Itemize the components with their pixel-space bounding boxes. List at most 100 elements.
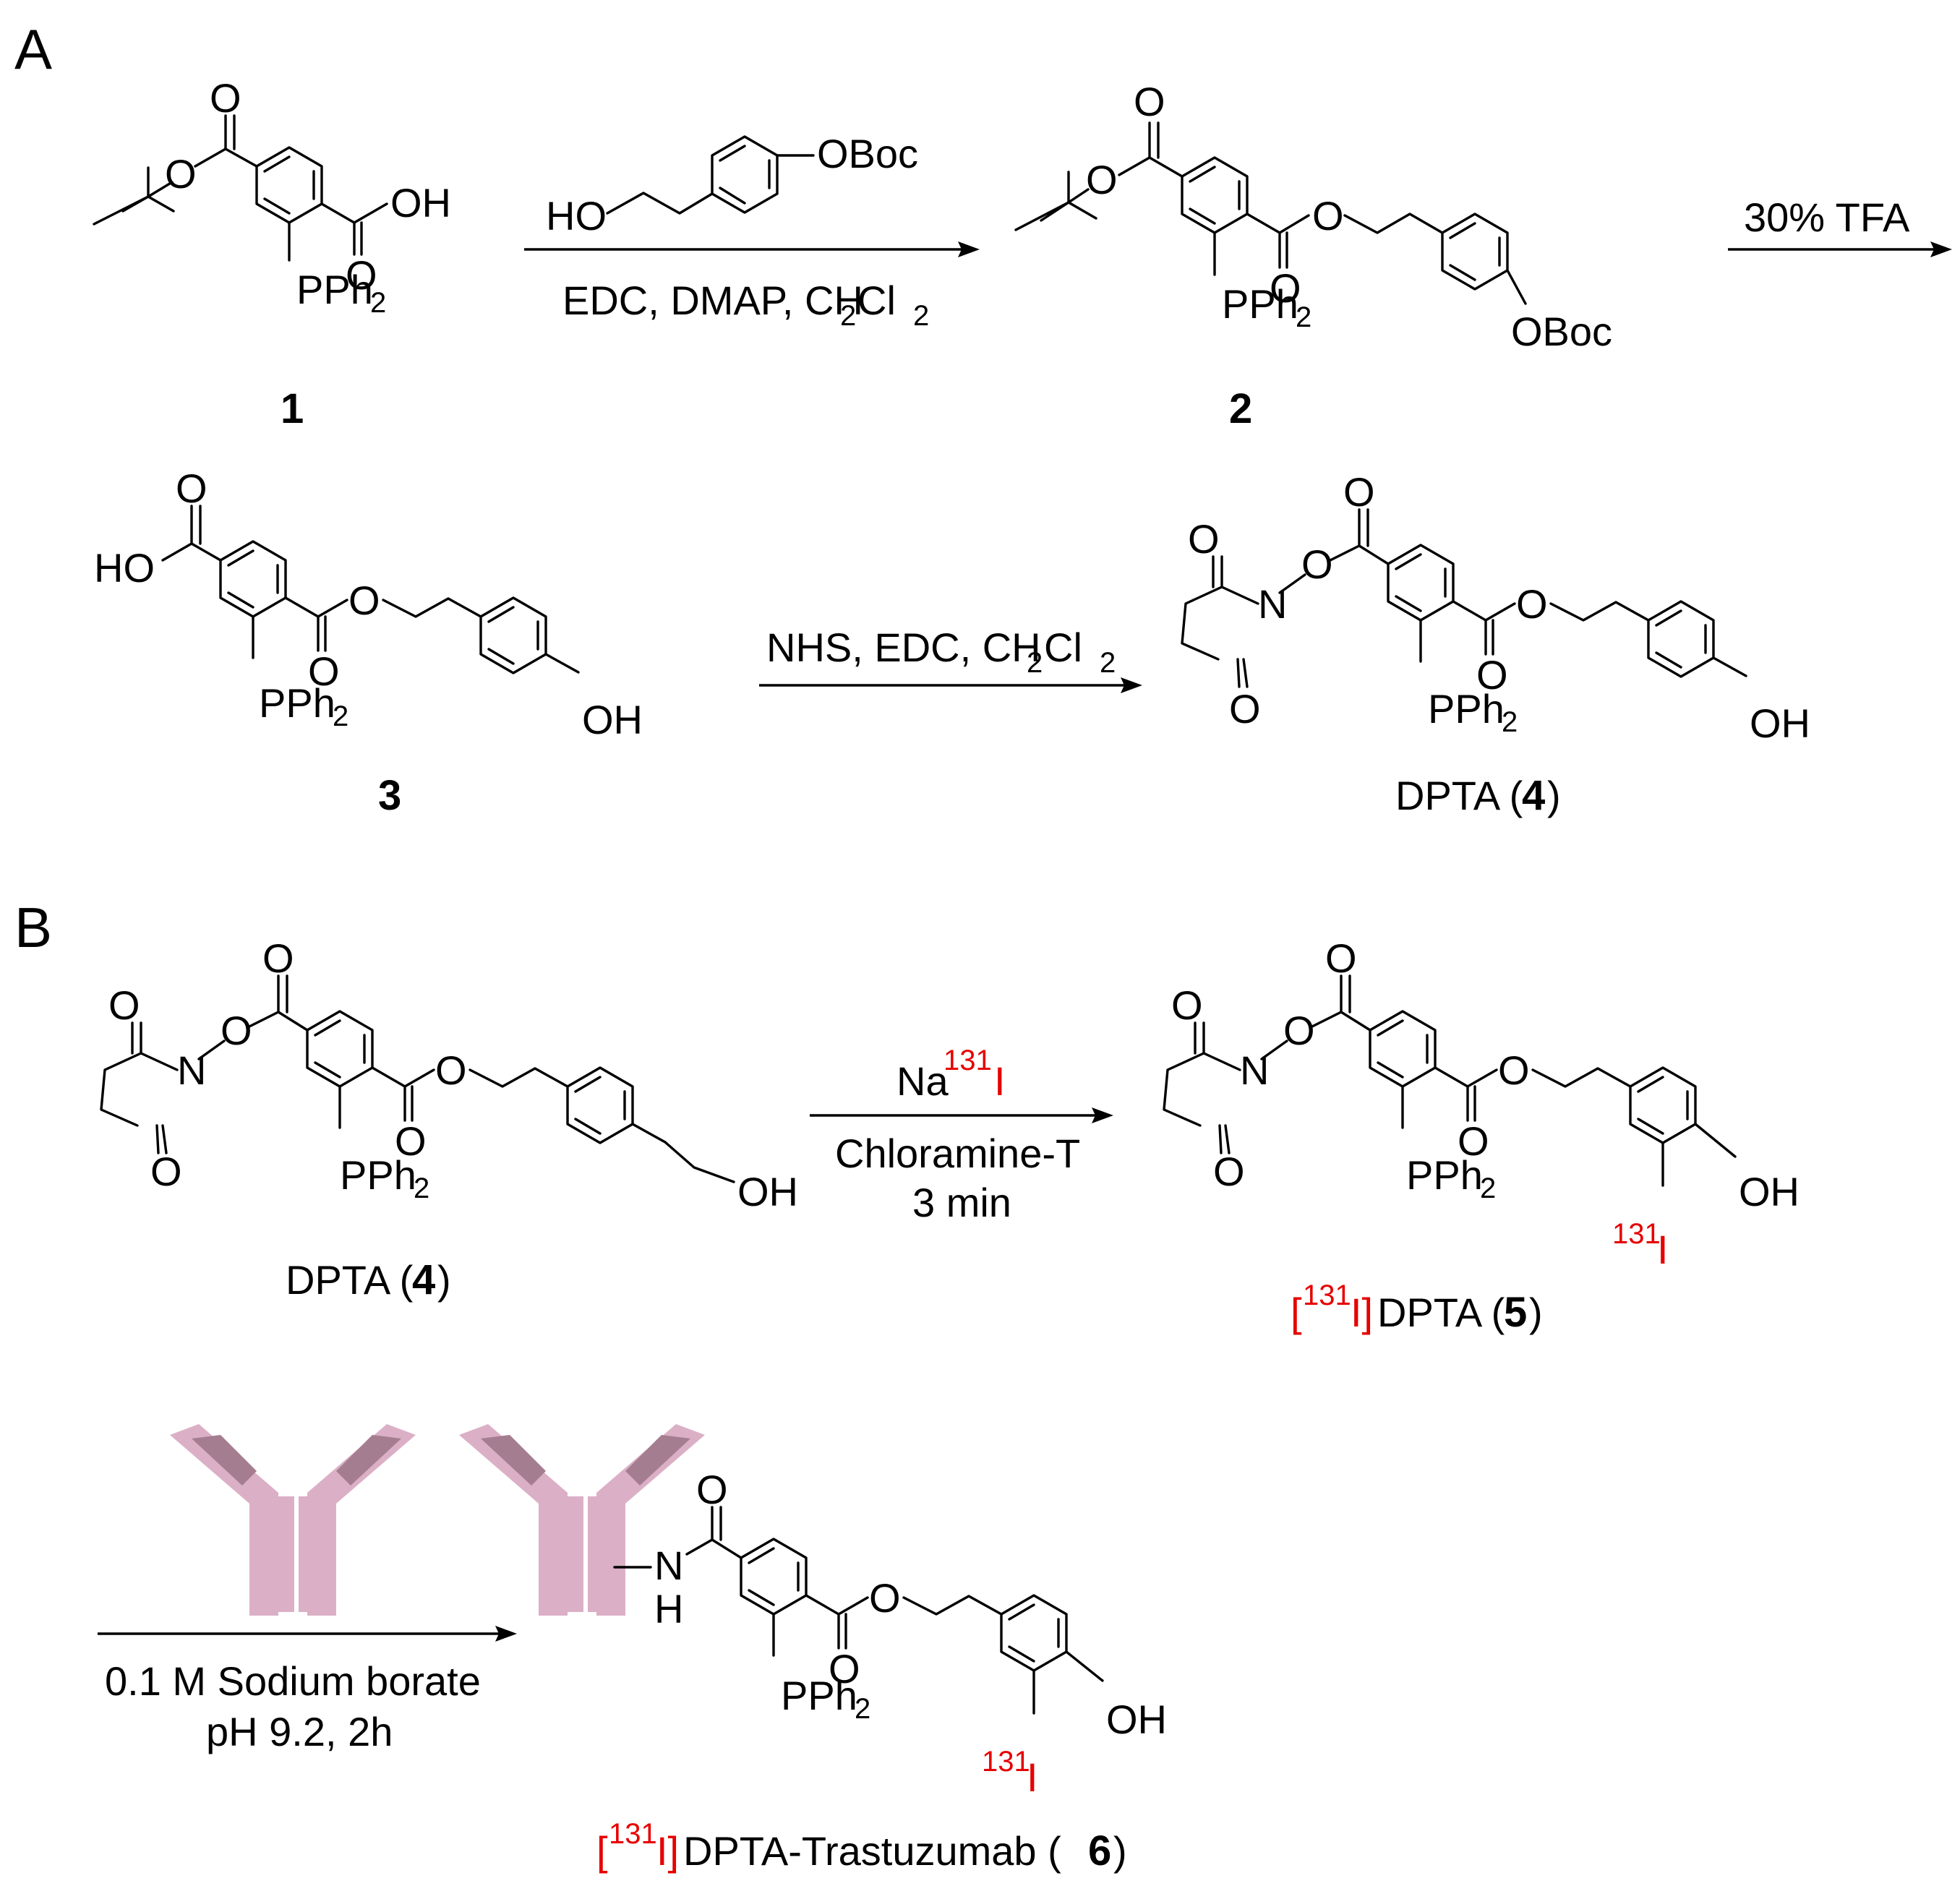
svg-text:6: 6	[1088, 1827, 1111, 1874]
c3-pph2: PPh 2	[259, 680, 348, 732]
c4-imide-O1: O	[1188, 516, 1220, 562]
svg-text:131: 131	[982, 1746, 1030, 1778]
compound-6-label: [ 131 I] DPTA-Trastuzumab ( 6 )	[596, 1818, 1127, 1874]
tert-butyl-group	[93, 166, 175, 226]
compound-4-structure	[1181, 508, 1747, 688]
svg-text:[: [	[1291, 1290, 1302, 1335]
c6-amide-N: N	[654, 1543, 683, 1588]
svg-text:DPTA-Trastuzumab (: DPTA-Trastuzumab (	[683, 1828, 1061, 1874]
c4-imide-O2: O	[1229, 686, 1261, 732]
c4-carbonyl-O: O	[1343, 469, 1375, 515]
svg-text:131: 131	[609, 1818, 657, 1850]
svg-text:131: 131	[1612, 1218, 1661, 1250]
panel-label-b: B	[14, 896, 52, 959]
svg-text:0.1 M Sodium borate: 0.1 M Sodium borate	[105, 1658, 481, 1704]
svg-text:2: 2	[1502, 706, 1518, 738]
reagent-tyrosol-boc	[606, 135, 815, 215]
c5-pph2: PPh 2	[1406, 1152, 1496, 1204]
c3-ester-O: O	[348, 578, 380, 623]
c4b-pph2: PPh 2	[340, 1152, 429, 1204]
c6-carbonyl-O: O	[696, 1467, 728, 1512]
compound-1-structure	[93, 114, 388, 262]
compound-4-label: DPTA ( 4 )	[1395, 772, 1561, 819]
svg-text:5: 5	[1504, 1289, 1527, 1336]
conditions-step-1: EDC, DMAP, CH 2 Cl 2	[562, 278, 929, 332]
compound-6-structure	[613, 1506, 1104, 1715]
c5-carbonyl-O: O	[1325, 935, 1357, 981]
c3-HO: HO	[94, 545, 155, 591]
c3-carbonyl2-O: O	[308, 648, 340, 694]
svg-text:PPh: PPh	[1222, 281, 1298, 327]
c2-ester2-O: O	[1312, 193, 1344, 239]
reaction-arrow-2	[1728, 241, 1952, 257]
benzene-ring	[255, 146, 323, 224]
atom-ester-O: O	[165, 151, 197, 197]
compound-3-structure	[161, 505, 580, 674]
svg-text:[: [	[596, 1828, 608, 1874]
compound-2-structure	[1014, 121, 1527, 305]
svg-text:2: 2	[840, 300, 856, 332]
c4b-carbonyl-O: O	[262, 935, 294, 981]
svg-text:EDC, DMAP, CH: EDC, DMAP, CH	[562, 278, 863, 323]
conditions-step-3: NHS, EDC, CH 2 Cl 2	[766, 625, 1116, 679]
svg-text:2: 2	[1480, 1173, 1496, 1204]
reagent-OBoc: OBoc	[817, 131, 918, 176]
svg-text:): )	[1113, 1828, 1127, 1874]
c2-OBoc: OBoc	[1511, 309, 1612, 354]
svg-text:2: 2	[370, 287, 386, 319]
svg-text:PPh: PPh	[1428, 686, 1505, 732]
compound-3-label: 3	[378, 772, 401, 819]
c6-OH: OH	[1106, 1697, 1167, 1742]
c6-iodine-131: 131 I	[982, 1746, 1038, 1800]
svg-text:131: 131	[943, 1045, 992, 1076]
c4-imide-N: N	[1258, 581, 1287, 627]
svg-text:): )	[1529, 1290, 1543, 1335]
svg-text:I]: I]	[656, 1828, 679, 1874]
c4-OH: OH	[1750, 700, 1810, 746]
c5-NO-O: O	[1283, 1008, 1315, 1053]
svg-text:): )	[1547, 773, 1561, 818]
svg-text:2: 2	[1100, 647, 1116, 679]
svg-text:): )	[437, 1257, 451, 1303]
svg-text:PPh: PPh	[259, 680, 335, 726]
compound-2-label: 2	[1229, 385, 1252, 432]
svg-text:DPTA (: DPTA (	[286, 1257, 414, 1303]
svg-text:DPTA (: DPTA (	[1395, 773, 1523, 818]
svg-text:Na: Na	[896, 1058, 949, 1104]
antibody-icon-reagent	[170, 1424, 416, 1616]
svg-text:2: 2	[414, 1173, 429, 1204]
reagent-HO: HO	[546, 193, 607, 239]
c2-carbonyl2-O: O	[1270, 265, 1301, 311]
svg-text:I]: I]	[1351, 1290, 1373, 1335]
svg-text:4: 4	[412, 1256, 435, 1303]
c3-carbonyl-O: O	[176, 466, 207, 511]
c5-imide-O2: O	[1213, 1149, 1245, 1194]
c4b-OH: OH	[737, 1169, 798, 1214]
svg-text:I: I	[994, 1058, 1006, 1104]
c6-ester-O: O	[869, 1575, 901, 1621]
svg-text:Cl: Cl	[857, 278, 896, 323]
atom-acid-OH: OH	[390, 180, 451, 226]
c4-ester-O: O	[1516, 581, 1548, 627]
c4-NO-O: O	[1301, 541, 1333, 587]
reaction-arrow-4	[810, 1107, 1113, 1123]
compound-5-structure	[1163, 974, 1737, 1187]
c5-iodine-131: 131 I	[1612, 1218, 1669, 1272]
c6-amide-H: H	[654, 1586, 683, 1632]
c4b-imide-N: N	[177, 1047, 206, 1093]
reaction-arrow-3	[759, 677, 1142, 693]
svg-text:2: 2	[855, 1693, 870, 1725]
svg-text:PPh: PPh	[781, 1673, 857, 1718]
conditions-step-5: 0.1 M Sodium borate pH 9.2, 2h	[105, 1658, 481, 1754]
compound-5-label: [ 131 I] DPTA ( 5 )	[1291, 1279, 1543, 1336]
c4b-NO-O: O	[221, 1008, 252, 1053]
c4b-ester-O: O	[435, 1047, 467, 1093]
svg-text:4: 4	[1522, 772, 1545, 819]
c5-carbonyl2-O: O	[1458, 1118, 1489, 1164]
svg-text:Cl: Cl	[1044, 625, 1082, 670]
c2-ester-O: O	[1086, 157, 1118, 202]
reaction-arrow-1	[524, 241, 980, 257]
c2-pph2: PPh 2	[1222, 281, 1311, 333]
panel-label-a: A	[14, 17, 52, 81]
